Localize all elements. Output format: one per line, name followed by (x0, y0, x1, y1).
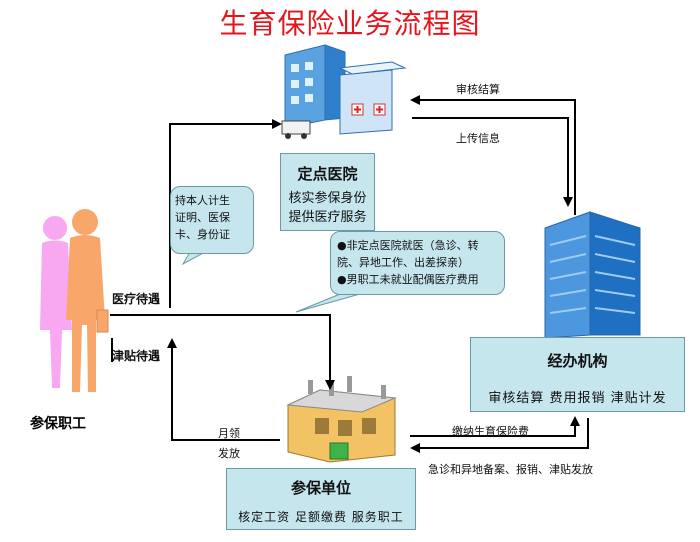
pay-fee-label: 缴纳生育保险费 (452, 425, 529, 438)
unit-desc: 核定工资 足额缴费 服务职工 (238, 510, 404, 524)
unit-box: 参保单位 核定工资 足额缴费 服务职工 (226, 468, 416, 530)
factory-building-icon (286, 376, 397, 463)
hospital-title: 定点医院 (297, 165, 358, 183)
audit-settle-label: 审核结算 (456, 83, 500, 96)
notes-line-3: ●男职工未就业配偶医疗费用 (337, 273, 479, 286)
upload-info-label: 上传信息 (456, 132, 500, 145)
medical-benefit-label: 医疗待遇 (112, 292, 161, 306)
agency-title: 经办机构 (547, 352, 608, 370)
notes-line-2: 院、异地工作、出差探亲） (337, 256, 469, 269)
distribute-label: 发放 (218, 447, 240, 460)
diagram-title: 生育保险业务流程图 (219, 7, 481, 40)
notes-line-1: ●非定点医院就医（急诊、转 (337, 239, 479, 252)
worker-label: 参保职工 (30, 416, 86, 432)
monthly-label: 月领 (218, 427, 240, 440)
agency-box: 经办机构 审核结算 费用报销 津贴计发 (470, 337, 685, 412)
unit-title: 参保单位 (290, 479, 351, 497)
agency-building-icon (544, 211, 641, 339)
docs-line-2: 证明、医保 (175, 211, 230, 224)
hospital-line-2: 提供医疗服务 (288, 210, 367, 225)
hospital-building-icon (281, 44, 407, 139)
docs-line-3: 卡、身份证 (175, 228, 230, 241)
notes-bubble: ●非定点医院就医（急诊、转 院、异地工作、出差探亲） ●男职工未就业配偶医疗费用 (330, 231, 505, 295)
hospital-line-1: 核实参保身份 (288, 191, 367, 206)
worker-figures-icon (40, 209, 109, 392)
docs-line-1: 持本人计生 (175, 194, 230, 207)
docs-bubble: 持本人计生 证明、医保 卡、身份证 (170, 186, 254, 254)
allowance-benefit-label: 津贴待遇 (112, 349, 161, 363)
emergency-label: 急诊和异地备案、报销、津贴发放 (428, 463, 593, 476)
hospital-box: 定点医院 核实参保身份 提供医疗服务 (280, 153, 375, 231)
agency-desc: 审核结算 费用报销 津贴计发 (488, 391, 667, 406)
